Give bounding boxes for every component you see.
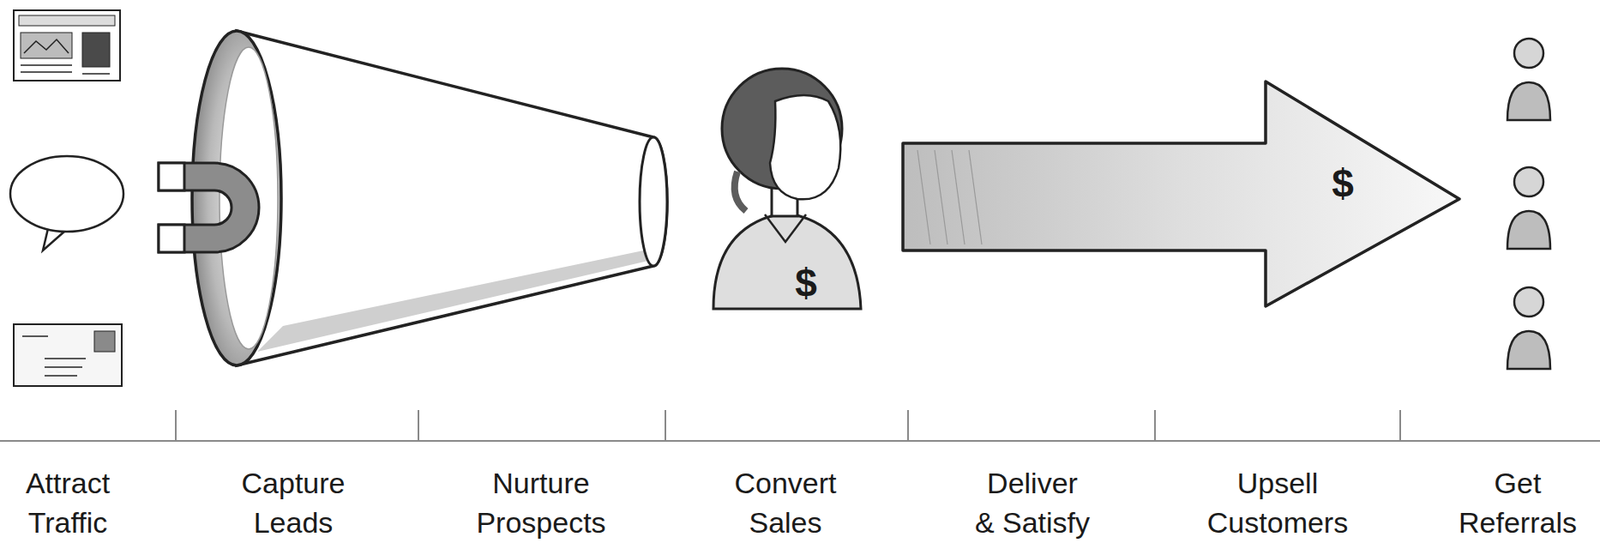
- stage-label: Convert Sales: [733, 463, 837, 542]
- stage-label: Get Referrals: [1458, 463, 1577, 542]
- envelope-icon: [13, 324, 122, 386]
- customer-figure: [713, 68, 861, 309]
- funnel-shape: [192, 30, 668, 366]
- dollar-sign: $: [794, 261, 818, 305]
- stage-label: Upsell Customers: [1207, 463, 1348, 542]
- stage-label: Deliver & Satisfy: [974, 463, 1090, 542]
- speech-bubble-icon: [10, 156, 124, 251]
- stage-label: Attract Traffic: [25, 463, 110, 542]
- revenue-arrow: [902, 81, 1460, 307]
- magnet-icon: [158, 162, 259, 253]
- referral-people: [1507, 38, 1551, 369]
- newspaper-icon: [13, 10, 121, 81]
- dollar-sign: $: [1331, 162, 1354, 205]
- stage-timeline: [0, 409, 1600, 441]
- stage-label: Nurture Prospects: [475, 463, 606, 542]
- stage-label: Capture Leads: [241, 463, 346, 542]
